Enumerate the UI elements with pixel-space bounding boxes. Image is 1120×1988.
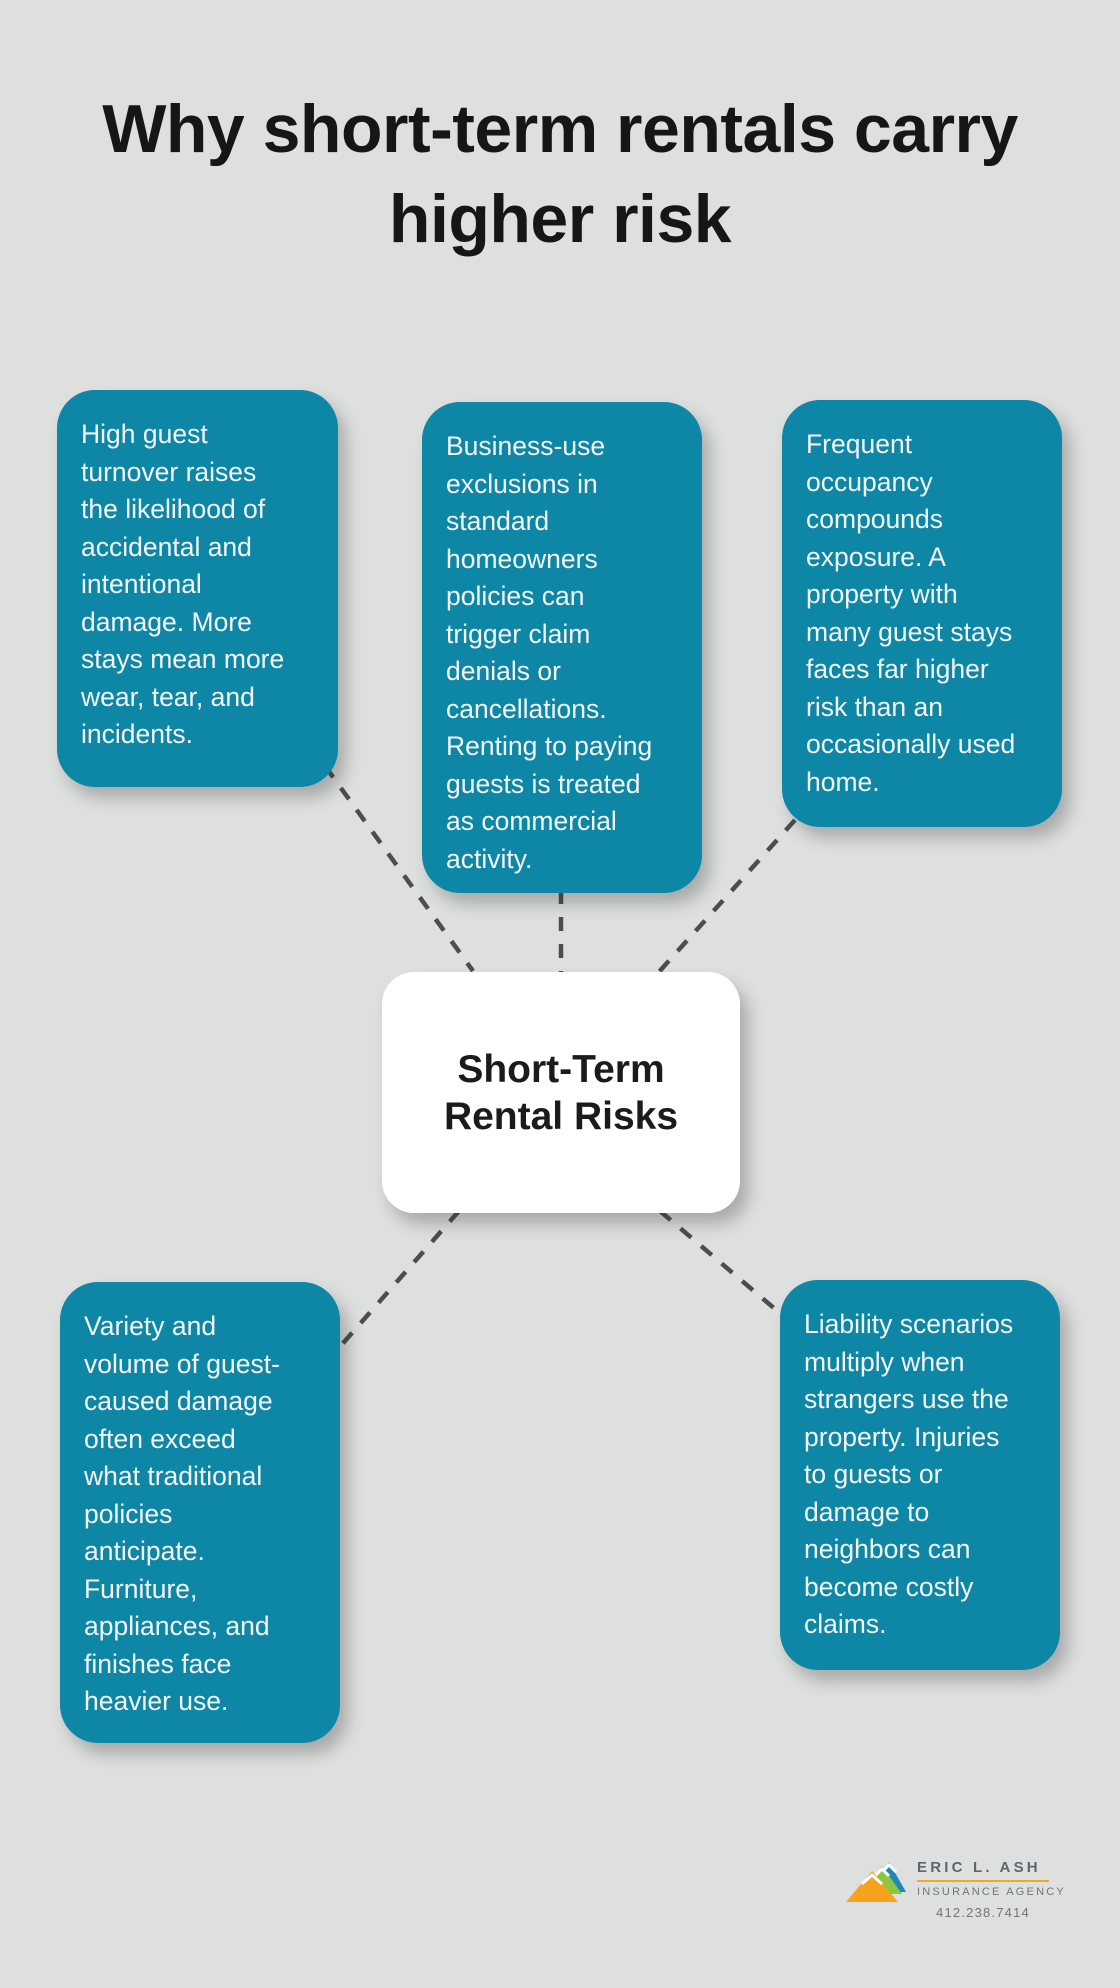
- mountains-icon: [846, 1862, 906, 1902]
- connector-liability-scenarios: [658, 1209, 797, 1328]
- agency-phone: 412.238.7414: [936, 1905, 1030, 1920]
- connector-guest-caused-damage: [328, 1209, 461, 1360]
- risk-card-liability-scenarios: Liability scenarios multiply when strang…: [780, 1280, 1060, 1670]
- risk-card-text: Business-use exclusions in standard home…: [446, 431, 653, 874]
- risk-card-text: Frequent occupancy compounds exposure. A…: [806, 429, 1016, 797]
- agency-name: ERIC L. ASH: [917, 1859, 1041, 1876]
- logo-divider: [917, 1880, 1049, 1882]
- agency-logo: ERIC L. ASH INSURANCE AGENCY 412.238.741…: [846, 1859, 1066, 1920]
- risk-card-text: Variety and volume of guest- caused dama…: [84, 1311, 280, 1716]
- risk-card-text: Liability scenarios multiply when strang…: [804, 1309, 1014, 1639]
- central-topic-node: Short-Term Rental Risks: [382, 972, 740, 1213]
- page-title: Why short-term rentals carry higher risk: [102, 91, 1018, 257]
- risk-card-guest-caused-damage: Variety and volume of guest- caused dama…: [60, 1282, 340, 1743]
- risk-card-text: High guest turnover raises the likelihoo…: [81, 419, 285, 749]
- central-topic-label: Short-Term Rental Risks: [443, 1047, 679, 1138]
- risk-card-high-guest-turnover: High guest turnover raises the likelihoo…: [57, 390, 338, 787]
- risk-card-frequent-occupancy: Frequent occupancy compounds exposure. A…: [782, 400, 1062, 827]
- agency-subtitle: INSURANCE AGENCY: [917, 1886, 1066, 1898]
- risk-card-business-use-exclusions: Business-use exclusions in standard home…: [422, 402, 702, 893]
- agency-logo-text: ERIC L. ASH INSURANCE AGENCY 412.238.741…: [917, 1859, 1066, 1920]
